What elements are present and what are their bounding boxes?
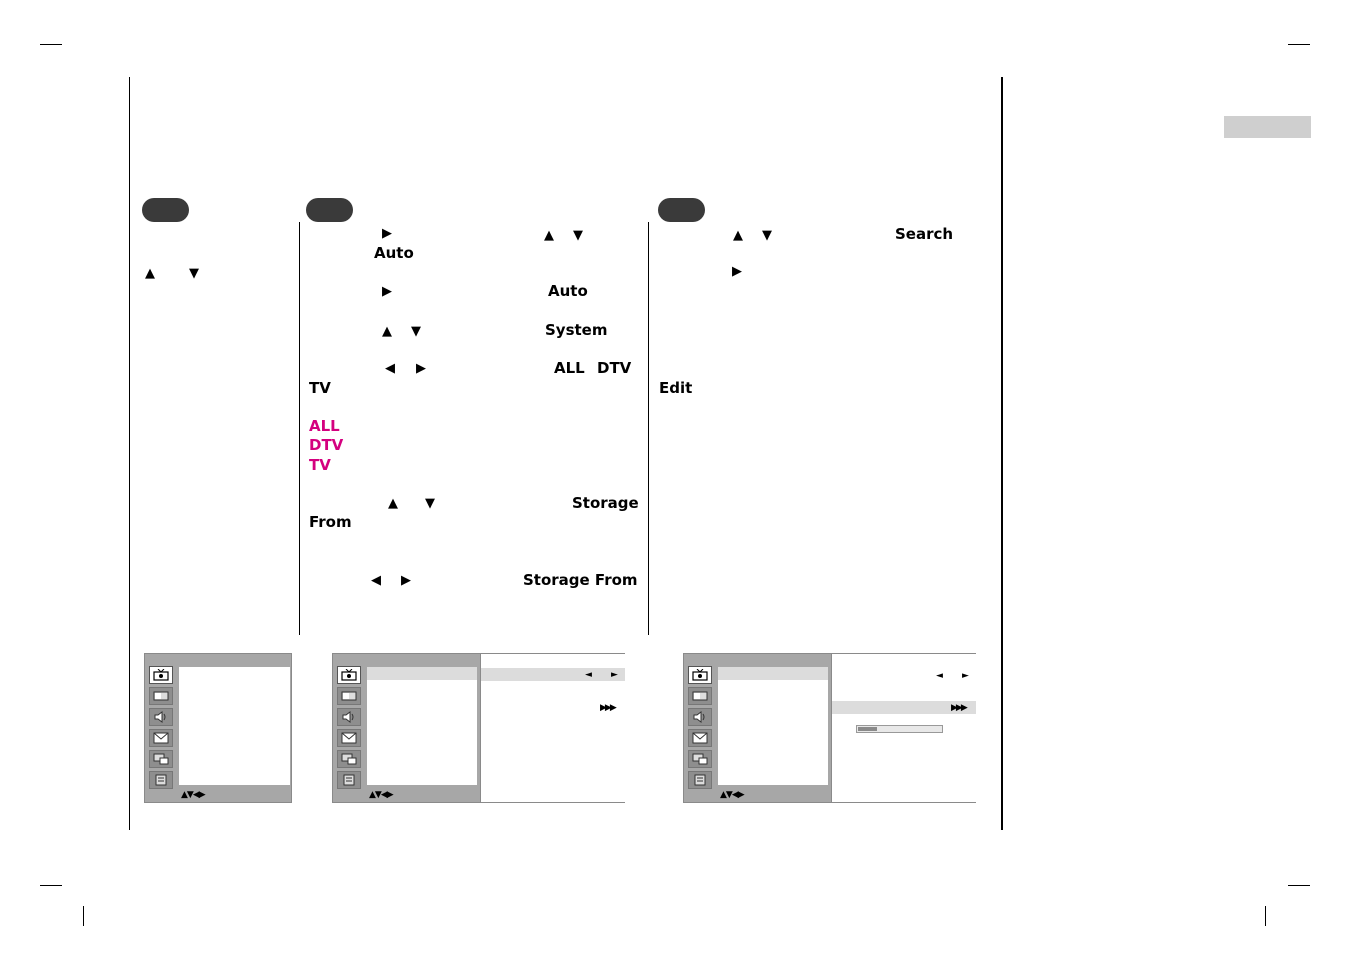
setup-icon: [337, 771, 361, 789]
auto-label: Auto: [374, 244, 414, 262]
right-arrow-icon: ▶: [732, 264, 742, 279]
option-all: ALL: [309, 417, 340, 435]
osd-menu-list: [179, 667, 290, 785]
picture-icon: [337, 687, 361, 705]
down-arrow-icon: ▼: [425, 496, 435, 511]
left-arrow-icon: ◄: [585, 670, 592, 680]
from-label: From: [309, 513, 352, 531]
down-arrow-icon: ▼: [189, 266, 199, 281]
osd-icon-column: [337, 666, 363, 792]
osd-icon-column: [149, 666, 175, 792]
storage-from-label: Storage From: [523, 571, 638, 589]
all-label: ALL: [554, 359, 585, 377]
enter-arrows-icon: ▶▶▶: [600, 703, 617, 713]
navigation-keys-icon: ▲▼◀▶: [720, 790, 745, 800]
search-label: Search: [895, 225, 954, 243]
down-arrow-icon: ▼: [573, 228, 583, 243]
step-badge-3: [658, 198, 705, 222]
setup-icon: [149, 771, 173, 789]
time-icon: [149, 729, 173, 747]
down-arrow-icon: ▼: [411, 324, 421, 339]
right-arrow-icon: ►: [611, 670, 618, 680]
up-arrow-icon: ▲: [388, 496, 398, 511]
setup-icon: [688, 771, 712, 789]
search-progress-bar: [856, 725, 943, 733]
crop-mark: [1288, 44, 1310, 45]
osd-submenu-panel: ◄ ► ▶▶▶: [831, 654, 976, 802]
selected-submenu-row: [481, 668, 625, 681]
up-arrow-icon: ▲: [382, 324, 392, 339]
osd-menu-list: [367, 667, 477, 785]
sound-icon: [688, 708, 712, 726]
right-page-rule: [1001, 77, 1003, 830]
selected-menu-row: [367, 667, 477, 680]
special-icon: [149, 750, 173, 768]
osd-icon-column: [688, 666, 714, 792]
up-arrow-icon: ▲: [733, 228, 743, 243]
crop-mark: [1265, 906, 1266, 926]
tv-icon: [688, 666, 712, 684]
tv-label: TV: [309, 379, 331, 397]
osd-menu-3: ▲▼◀▶ ◄ ► ▶▶▶: [683, 653, 976, 803]
tv-icon: [337, 666, 361, 684]
up-arrow-icon: ▲: [145, 266, 155, 281]
left-arrow-icon: ◀: [371, 573, 381, 588]
up-arrow-icon: ▲: [544, 228, 554, 243]
osd-menu-list: [718, 667, 828, 785]
picture-icon: [149, 687, 173, 705]
left-arrow-icon: ◀: [385, 361, 395, 376]
right-arrow-icon: ▶: [382, 226, 392, 241]
auto-label: Auto: [548, 282, 588, 300]
osd-menu-2: ▲▼◀▶ ◄ ► ▶▶▶: [332, 653, 625, 803]
sound-icon: [337, 708, 361, 726]
osd-submenu-panel: ◄ ► ▶▶▶: [480, 654, 625, 802]
right-arrow-icon: ▶: [401, 573, 411, 588]
system-label: System: [545, 321, 608, 339]
selected-submenu-row: [832, 701, 976, 714]
right-arrow-icon: ►: [962, 671, 969, 681]
navigation-keys-icon: ▲▼◀▶: [369, 790, 394, 800]
navigation-keys-icon: ▲▼◀▶: [181, 790, 206, 800]
search-progress-fill: [858, 727, 877, 731]
crop-mark: [1288, 885, 1310, 886]
column-divider: [299, 222, 300, 635]
column-divider: [648, 222, 649, 635]
step-badge-2: [306, 198, 353, 222]
special-icon: [337, 750, 361, 768]
left-page-rule: [129, 77, 130, 830]
osd-menu-1: ▲▼◀▶: [144, 653, 292, 803]
special-icon: [688, 750, 712, 768]
time-icon: [337, 729, 361, 747]
selected-menu-row: [718, 667, 828, 680]
left-arrow-icon: ◄: [936, 671, 943, 681]
right-arrow-icon: ▶: [416, 361, 426, 376]
step-badge-1: [142, 198, 189, 222]
option-dtv: DTV: [309, 436, 344, 454]
option-tv: TV: [309, 456, 331, 474]
right-arrow-icon: ▶: [382, 284, 392, 299]
sound-icon: [149, 708, 173, 726]
crop-mark: [83, 906, 84, 926]
crop-mark: [40, 885, 62, 886]
tv-icon: [149, 666, 173, 684]
crop-mark: [40, 44, 62, 45]
picture-icon: [688, 687, 712, 705]
down-arrow-icon: ▼: [762, 228, 772, 243]
section-tab: [1224, 116, 1311, 138]
edit-label: Edit: [659, 379, 693, 397]
enter-arrows-icon: ▶▶▶: [951, 703, 968, 713]
dtv-label: DTV: [597, 359, 632, 377]
time-icon: [688, 729, 712, 747]
storage-label: Storage: [572, 494, 639, 512]
